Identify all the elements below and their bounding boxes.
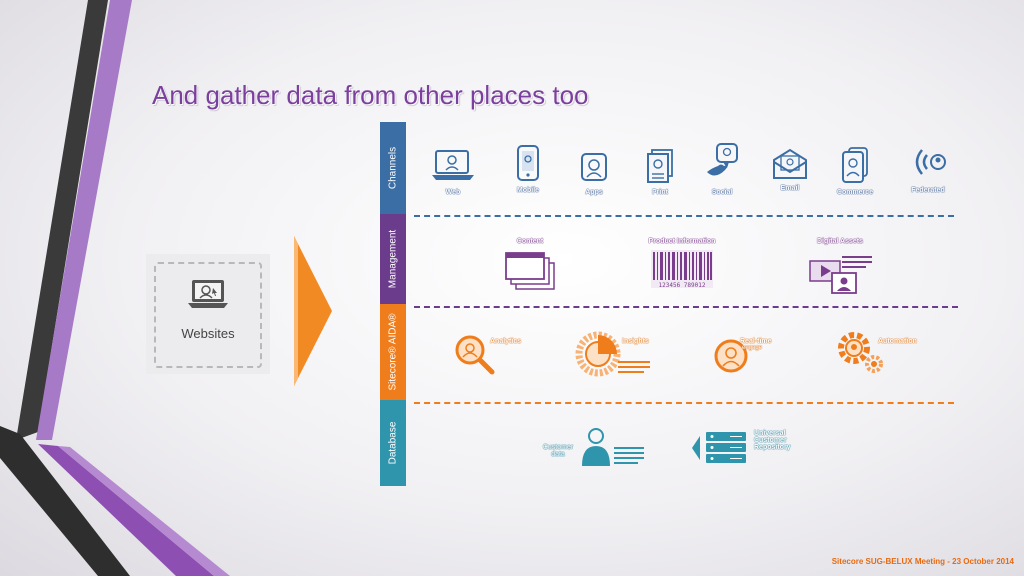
management-product-information: Product Information 123456 789012 [636, 238, 728, 296]
management-label: Content [516, 238, 544, 245]
database-sublabel-2: Repository [754, 444, 791, 451]
database-label: Customer [542, 444, 574, 451]
decorative-stripes [0, 0, 230, 576]
layer-database: Database [380, 400, 406, 486]
laptop-icon [188, 280, 228, 308]
repository-text: Universal Customer Repository [754, 430, 791, 451]
database-sublabel: Customer [754, 437, 787, 444]
database-sublabel: data [551, 451, 565, 458]
email-icon [773, 148, 807, 179]
person-icon [582, 428, 644, 466]
divider-management [414, 306, 958, 308]
layer-label: Sitecore® AIDA® [387, 313, 399, 391]
channel-social: Social [702, 142, 742, 196]
channel-apps: Apps [572, 152, 616, 196]
channel-label: Apps [585, 189, 603, 196]
aida-label: Real-time [740, 338, 772, 345]
realtime-icon [714, 339, 748, 373]
laptop-icon [432, 150, 474, 180]
aida-analytics: Analytics [452, 330, 532, 380]
twitter-icon [707, 143, 738, 176]
divider-aida [414, 402, 954, 404]
channel-label: Email [780, 185, 800, 192]
magnifier-icon [455, 335, 495, 375]
wifi-icon [915, 149, 946, 175]
management-label: Digital Assets [816, 238, 864, 245]
aida-sublabel: engage [742, 345, 763, 351]
slide-title: And gather data from other places too [152, 80, 589, 110]
channel-label: Web [445, 189, 461, 196]
barcode-number: 123456 789012 [659, 282, 706, 289]
layer-label: Database [387, 421, 399, 465]
channel-label: Social [711, 189, 733, 196]
aida-insights: Insights [574, 330, 664, 380]
layer-label: Management [387, 229, 399, 289]
websites-label: Websites [181, 326, 235, 341]
phone-icon [517, 145, 539, 181]
channel-label: Commerce [836, 189, 874, 196]
divider-channels [414, 215, 954, 217]
aida-label: Insights [622, 338, 649, 345]
channel-label: Federated [911, 187, 945, 194]
channel-email: Email [768, 148, 812, 192]
windows-icon [505, 252, 555, 290]
channel-print: Print [638, 148, 682, 196]
aida-realtime: Real-time engage [714, 334, 794, 378]
dashed-frame [154, 262, 262, 368]
channel-label: Print [652, 189, 668, 196]
websites-source-box: Websites [146, 254, 270, 374]
layer-label: Channels [387, 146, 399, 190]
channel-mobile: Mobile [506, 144, 550, 194]
orange-arrow [294, 236, 332, 386]
print-icon [647, 149, 673, 183]
layer-channels: Channels [380, 122, 406, 214]
server-icon [692, 432, 746, 463]
management-digital-assets: Digital Assets [800, 238, 880, 300]
management-content: Content [500, 238, 560, 298]
channel-label: Mobile [516, 187, 540, 194]
aida-label: Automation [878, 338, 917, 345]
channel-federated: Federated [904, 144, 952, 194]
gears-icon [838, 332, 883, 373]
channel-web: Web [428, 148, 478, 196]
media-icon [809, 256, 872, 294]
database-label: Universal [754, 430, 786, 437]
layer-management: Management [380, 214, 406, 304]
aida-automation: Automation [836, 330, 936, 380]
layer-aida: Sitecore® AIDA® [380, 304, 406, 400]
aida-label: Analytics [490, 338, 522, 345]
channel-commerce: Commerce [832, 146, 878, 196]
database-universal-repository: Universal Customer Repository [690, 428, 810, 468]
app-icon [581, 153, 607, 181]
commerce-icon [842, 147, 868, 183]
database-customer-data: Customer data [538, 426, 648, 470]
barcode-icon: 123456 789012 [651, 250, 713, 289]
customer-data-text: Customer data [538, 444, 578, 458]
pie-icon [575, 331, 650, 377]
aida-realtime-text: Real-time engage [740, 338, 772, 351]
management-label: Product Information [648, 238, 716, 245]
slide-footer: Sitecore SUG-BELUX Meeting - 23 October … [831, 557, 1014, 566]
